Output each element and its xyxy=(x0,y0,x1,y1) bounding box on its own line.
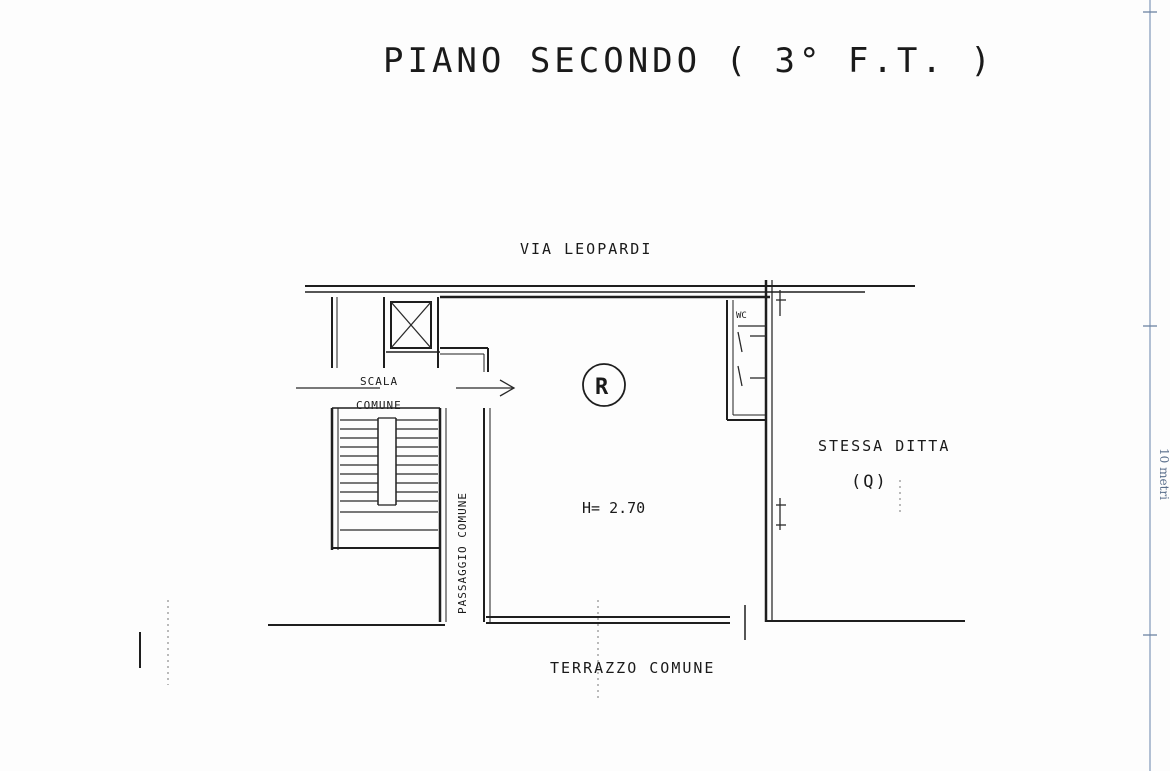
access-arrow-right xyxy=(456,379,516,397)
terrace-label: TERRAZZO COMUNE xyxy=(550,659,715,677)
passage-label: PASSAGGIO COMUNE xyxy=(456,492,469,614)
bottom-walls xyxy=(268,605,965,640)
unit-mark: R xyxy=(582,363,626,407)
stair-label: SCALA xyxy=(360,375,398,388)
plan-title: PIANO SECONDO ( 3° F.T. ) xyxy=(383,41,995,81)
street-label: VIA LEOPARDI xyxy=(520,240,652,258)
stair-block-walls xyxy=(331,297,439,368)
entry-door-frame xyxy=(440,347,489,372)
scale-bar xyxy=(1143,0,1157,771)
elevator-shaft xyxy=(386,301,440,353)
scale-label: 10 metri xyxy=(1157,448,1170,500)
room-r-walls xyxy=(764,280,773,622)
room-height: H= 2.70 xyxy=(582,499,645,517)
neighbor-label: STESSA DITTA xyxy=(818,437,950,455)
wc-label: WC xyxy=(736,311,747,321)
wc-room xyxy=(726,300,766,421)
stair-label-line2: COMUNE xyxy=(356,399,402,412)
construction-lines xyxy=(167,480,901,700)
right-wall-door xyxy=(776,290,786,530)
passage-walls xyxy=(438,408,491,622)
unit-mark-label: R xyxy=(595,375,609,400)
staircase xyxy=(330,407,440,550)
top-exterior-wall xyxy=(305,285,915,299)
neighbor-mark: (Q) xyxy=(851,472,888,492)
